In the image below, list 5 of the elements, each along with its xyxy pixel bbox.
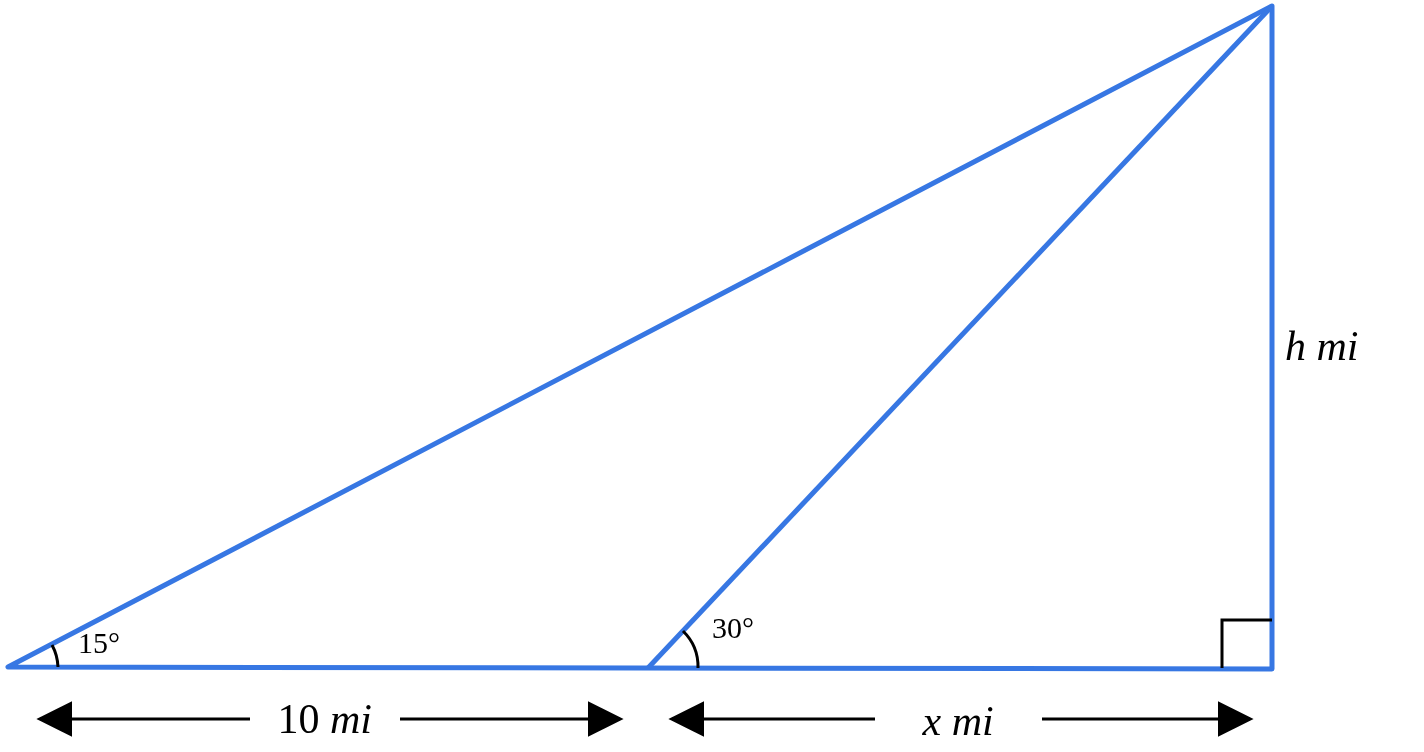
dimension-label: 10 mi bbox=[277, 698, 372, 740]
dimension-label: x mi bbox=[922, 700, 994, 742]
angle-label: 30° bbox=[712, 613, 754, 643]
angle-label: 15° bbox=[78, 628, 120, 658]
side-label: h mi bbox=[1285, 325, 1359, 367]
